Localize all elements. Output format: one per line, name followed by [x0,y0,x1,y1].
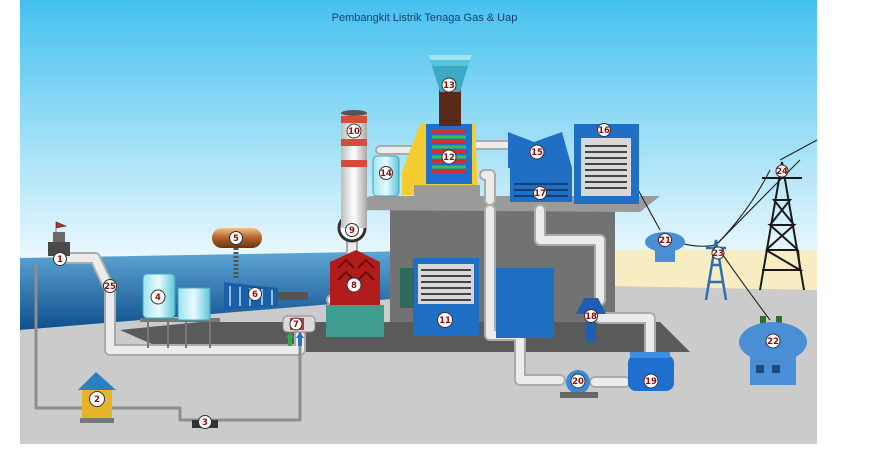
marker-16: 16 [597,123,611,137]
transmission-tower [759,161,805,291]
svg-text:9: 9 [349,226,355,236]
cooling-tower [574,124,639,204]
svg-text:18: 18 [585,312,597,322]
marker-12: 12 [441,149,457,165]
svg-text:10: 10 [348,127,360,137]
marker-4: 4 [150,289,166,305]
marker-9: 9 [345,223,359,237]
svg-text:1: 1 [57,255,63,265]
marker-23: 23 [711,246,725,260]
svg-text:25: 25 [104,282,116,292]
marker-15: 15 [529,144,545,160]
svg-text:12: 12 [443,153,455,163]
marker-14: 14 [379,166,393,180]
marker-5: 5 [229,231,243,245]
water-intake [48,221,70,256]
svg-text:11: 11 [439,316,451,326]
svg-text:15: 15 [531,148,543,158]
marker-10: 10 [346,123,362,139]
markers: 1 2 3 4 5 6 7 8 9 10 11 12 13 14 15 16 1… [53,77,789,429]
svg-text:8: 8 [351,281,357,291]
marker-13: 13 [441,77,457,93]
svg-text:19: 19 [645,377,657,387]
marker-8: 8 [346,277,362,293]
cooling-water-pump [628,352,674,391]
marker-25: 25 [103,279,117,293]
marker-6: 6 [248,287,262,301]
marker-18: 18 [584,309,598,323]
marker-21: 21 [658,233,672,247]
svg-text:22: 22 [767,337,779,347]
boiler-feed-pump [576,298,606,342]
svg-text:17: 17 [534,189,546,199]
condenser [400,258,479,336]
svg-text:13: 13 [443,81,455,91]
marker-17: 17 [533,186,547,200]
svg-text:16: 16 [598,126,610,136]
svg-text:20: 20 [572,377,584,387]
marker-3: 3 [198,415,212,429]
svg-text:5: 5 [233,234,239,244]
marker-20: 20 [570,373,586,389]
marker-11: 11 [437,312,453,328]
svg-text:14: 14 [380,169,392,179]
marker-2: 2 [89,391,105,407]
svg-text:2: 2 [94,395,100,405]
gas-turbine-enclosure [326,250,384,337]
marker-1: 1 [53,252,67,266]
marker-7: 7 [289,317,303,331]
marker-22: 22 [765,333,781,349]
svg-text:6: 6 [252,290,258,300]
svg-text:24: 24 [776,167,788,177]
svg-text:21: 21 [659,236,671,246]
svg-text:23: 23 [712,249,724,259]
marker-24: 24 [775,164,789,178]
auxiliary-unit [496,268,554,338]
diagram-title: Pembangkit Listrik Tenaga Gas & Uap [331,12,518,24]
marker-19: 19 [643,373,659,389]
svg-text:7: 7 [293,320,299,330]
svg-text:4: 4 [155,293,161,303]
svg-text:3: 3 [202,418,208,428]
